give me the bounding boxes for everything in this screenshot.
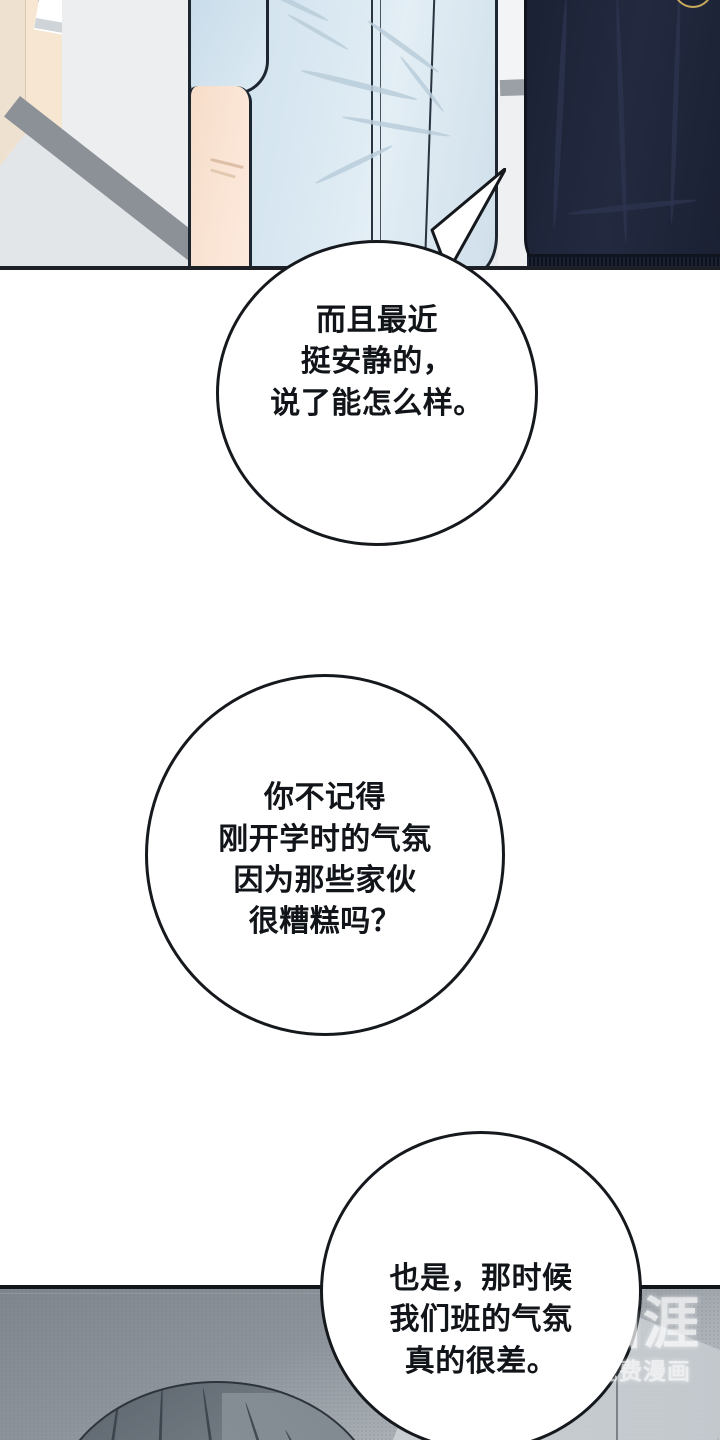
- shirt-fold: [286, 12, 350, 52]
- shirt-fold: [341, 114, 451, 139]
- shirt-sleeve: [191, 0, 269, 95]
- shirt-fold: [314, 143, 394, 186]
- hair-highlight: [222, 1393, 372, 1440]
- student-arm: [188, 86, 252, 266]
- navy-ribbed-hem: [527, 254, 720, 266]
- hair-strand: [155, 1383, 164, 1440]
- speech-bubble-1-text: 而且最近 挺安静的， 说了能怎么样。: [270, 302, 484, 421]
- shirt-placket: [380, 0, 381, 240]
- shirt-fold: [365, 18, 441, 75]
- student-navy-top: [524, 0, 720, 266]
- speech-bubble-3: 也是，那时候 我们班的气氛 真的很差。: [320, 1131, 642, 1440]
- navy-fold: [668, 0, 683, 225]
- shirt-fold: [300, 67, 418, 103]
- speech-bubble-tail: [430, 168, 506, 274]
- speech-bubble-3-text: 也是，那时候 我们班的气氛 真的很差。: [389, 1260, 573, 1379]
- speech-bubble-2: 你不记得 刚开学时的气氛 因为那些家伙 很糟糕吗？: [145, 674, 505, 1036]
- navy-fold: [567, 197, 697, 217]
- panel-school-hallway: 耿文: [0, 0, 720, 270]
- speech-bubble-2-text: 你不记得 刚开学时的气氛 因为那些家伙 很糟糕吗？: [218, 780, 432, 940]
- navy-fold: [550, 0, 570, 228]
- speech-bubble-1: 而且最近 挺安静的， 说了能怎么样。: [216, 240, 538, 546]
- shirt-fold: [398, 55, 446, 113]
